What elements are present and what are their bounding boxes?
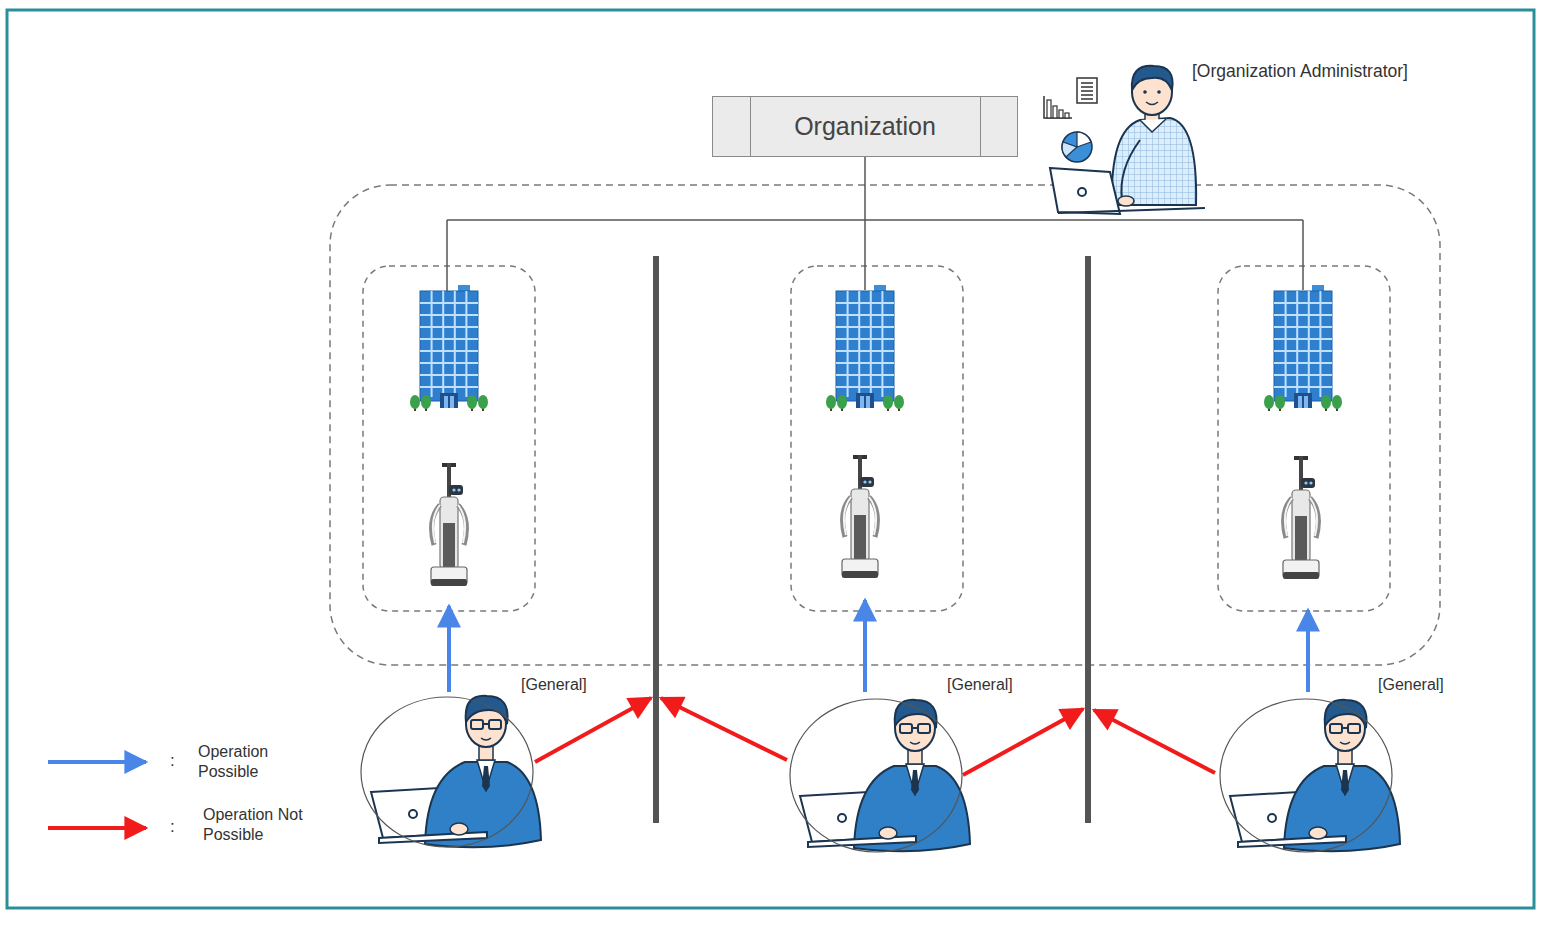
legend-item: Operation Possible (198, 742, 282, 782)
role-label: [General] (521, 676, 587, 694)
user-figure (371, 696, 541, 847)
user-circle: [General] (360, 696, 534, 848)
legend-text: Operation Not Possible (203, 805, 321, 845)
role-label: [Organization Administrator] (1192, 61, 1408, 82)
blocked-arrow (1094, 710, 1215, 773)
robot-icon (431, 463, 467, 586)
circle-outline (360, 696, 534, 848)
box-divider (980, 97, 981, 156)
box-title: Organization (794, 112, 936, 141)
barrier-line (1085, 256, 1091, 823)
user-circle: [General] (789, 698, 963, 853)
operation-arrow (863, 600, 867, 692)
site-boundary (363, 266, 535, 611)
robot-icon (842, 455, 878, 578)
building-icon (410, 285, 488, 411)
operation-arrow (447, 606, 451, 692)
user-figure (800, 700, 970, 851)
building-icon (826, 285, 904, 411)
user-figure (1230, 700, 1400, 851)
legend-sample-arrow (48, 760, 146, 764)
circle-outline (790, 699, 962, 852)
operation-arrow (1306, 610, 1310, 692)
site-boundary (1218, 266, 1390, 611)
outer-frame (7, 10, 1534, 908)
building-icon (1264, 285, 1342, 411)
legend-colon: : (170, 817, 175, 837)
role-label: [General] (947, 676, 1013, 694)
user-circle: [General] (1219, 698, 1393, 853)
blocked-arrow (661, 698, 787, 760)
legend-text: Operation Possible (198, 742, 282, 782)
circle-outline (1219, 698, 1393, 853)
organization-boundary (330, 185, 1440, 665)
barrier-line (653, 256, 659, 823)
legend-sample-arrow (48, 826, 146, 830)
circle-outline (361, 697, 533, 847)
blocked-arrow (963, 709, 1083, 775)
administrator-figure (1050, 66, 1205, 214)
robot-icon (1283, 456, 1319, 579)
legend-colon: : (170, 751, 175, 771)
blocked-arrow (535, 698, 651, 762)
organization-box: Organization (712, 96, 1018, 157)
role-label: [General] (1378, 676, 1444, 694)
circle-outline (1220, 699, 1392, 852)
chart-icons (1044, 78, 1097, 162)
circle-outline (789, 698, 963, 853)
box-divider (750, 97, 751, 156)
legend-item: Operation Not Possible (203, 805, 321, 845)
site-boundary (791, 266, 963, 611)
